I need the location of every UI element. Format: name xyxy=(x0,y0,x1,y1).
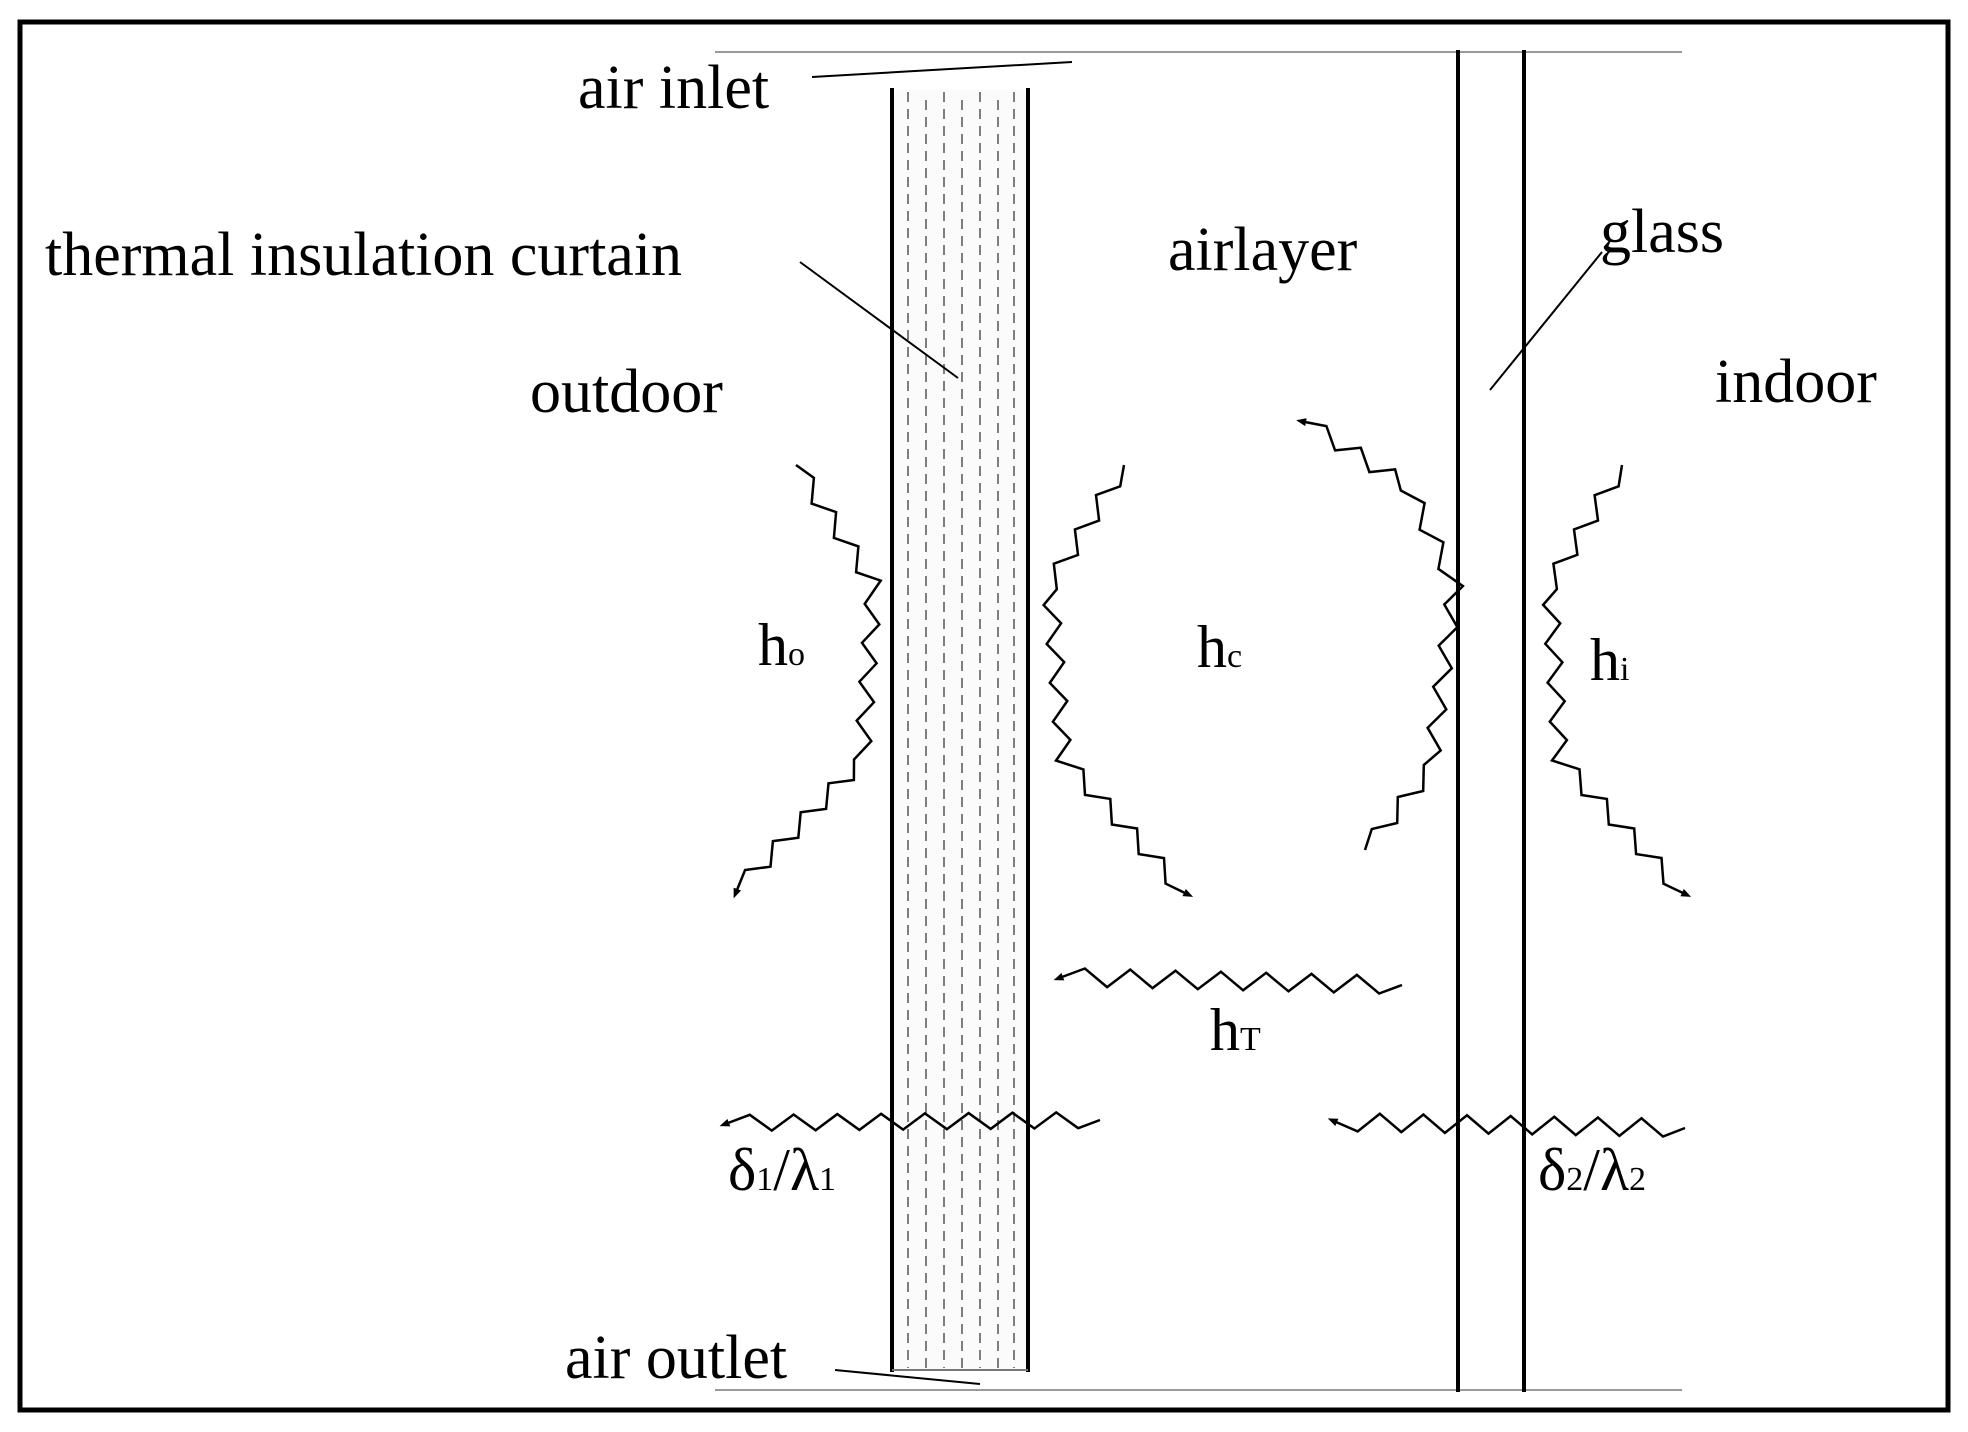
glass-label: glass xyxy=(1600,198,1724,266)
h-i-symbol: hi xyxy=(1590,627,1629,693)
air-inlet-label: air inlet xyxy=(578,54,769,122)
curtain-conduction-arrow xyxy=(719,1110,1101,1133)
air-outlet-leader xyxy=(834,1369,981,1385)
indoor-radiation-arrow xyxy=(1541,464,1692,897)
h-o-symbol: ho xyxy=(758,612,805,678)
delta2-lambda2-symbol: δ2/λ2 xyxy=(1538,1137,1646,1203)
air-outlet-label: air outlet xyxy=(565,1324,787,1392)
glass-pane xyxy=(1456,50,1526,1392)
glass-airlayer-convection-arrow xyxy=(1296,418,1465,851)
insulation-curtain xyxy=(890,88,1030,1372)
h-T-symbol: hT xyxy=(1210,997,1261,1063)
indoor-label: indoor xyxy=(1715,348,1877,416)
curtain-label: thermal insulation curtain xyxy=(45,221,682,289)
glass-conduction-arrow xyxy=(1327,1112,1686,1139)
curtain-airlayer-radiation-arrow xyxy=(1041,464,1194,897)
air-inlet-leader xyxy=(811,61,1073,78)
outdoor-radiation-arrow xyxy=(733,463,883,899)
delta1-lambda1-symbol: δ1/λ1 xyxy=(728,1137,836,1203)
outdoor-label: outdoor xyxy=(530,358,723,426)
curtain-leader xyxy=(799,261,959,379)
airlayer-label: airlayer xyxy=(1168,216,1358,284)
diagram-frame xyxy=(17,19,1951,1413)
airlayer-transmission-arrow xyxy=(1053,967,1403,995)
h-c-symbol: hc xyxy=(1197,614,1242,680)
glass-leader xyxy=(1489,251,1603,391)
